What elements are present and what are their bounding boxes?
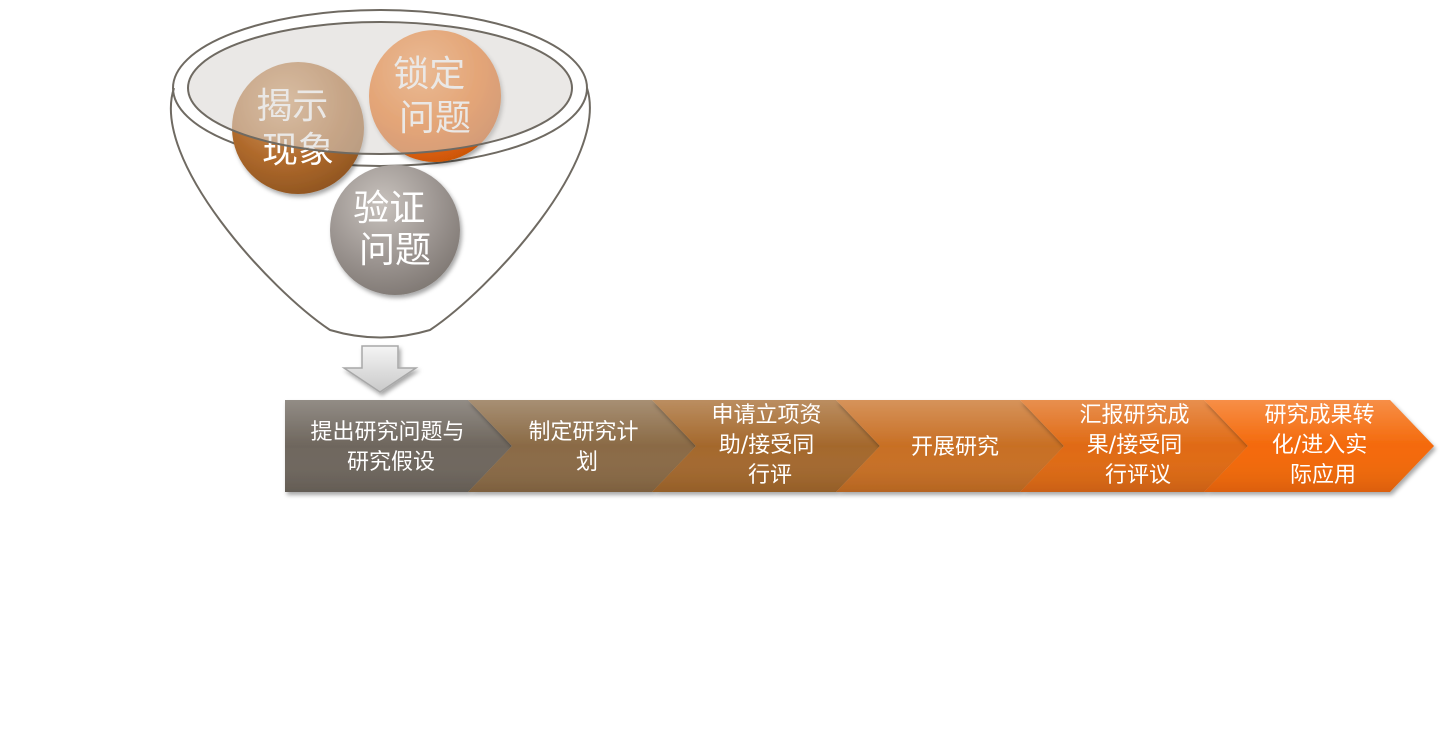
process-flow: 提出研究问题与 研究假设 制定研究计 划 申请立项资 助/接受同 行评 [285,400,1434,492]
circle-verify-line-2: 问题 [359,230,431,271]
down-arrow-icon [341,345,419,393]
process-step-5-line-2: 果/接受同 [1087,433,1182,458]
process-step-2: 制定研究计 划 [468,400,696,492]
svg-text:汇报研究成 果/接受同 行评: 汇报研究成 果/接受同 行评议 [1079,403,1196,488]
funnel: 验证 问题 揭示 现象 锁定 问题 [169,9,591,339]
svg-text:开展研究: 开展研究 [911,435,999,460]
process-step-6-line-3: 际应用 [1290,463,1356,488]
process-step-5-line-3: 行评议 [1105,463,1171,488]
process-step-4-line-1: 开展研究 [911,435,999,460]
circle-verify: 验证 问题 [330,165,460,295]
svg-text:研究成果转 化/进入实 际应: 研究成果转 化/进入实 际应用 [1264,403,1381,488]
process-step-1: 提出研究问题与 研究假设 [285,400,512,492]
process-step-6-line-1: 研究成果转 [1264,403,1374,428]
funnel-body [169,87,591,339]
svg-text:提出研究问题与 研究假设: 提出研究问题与 研究假设 [310,420,471,475]
process-step-1-line-1: 提出研究问题与 [310,420,464,445]
svg-text:申请立项资 助/接受同 行评: 申请立项资 助/接受同 行评 [711,403,828,488]
svg-text:制定研究计 划: 制定研究计 划 [528,420,645,475]
process-step-6: 研究成果转 化/进入实 际应用 [1204,400,1434,492]
svg-text:验证 问题: 验证 问题 [353,188,436,271]
process-step-2-line-2: 划 [576,450,598,475]
circle-verify-line-1: 验证 [353,188,425,229]
process-step-1-line-2: 研究假设 [347,450,435,475]
funnel-outer-rim [172,9,588,167]
funnel-inner-rim [187,21,573,155]
process-step-6-line-2: 化/进入实 [1272,433,1367,458]
process-step-3: 申请立项资 助/接受同 行评 [652,400,880,492]
process-step-3-line-1: 申请立项资 [711,403,821,428]
process-step-4: 开展研究 [836,400,1064,492]
process-step-5: 汇报研究成 果/接受同 行评议 [1020,400,1248,492]
process-step-2-line-1: 制定研究计 [528,420,638,445]
process-step-5-line-1: 汇报研究成 [1079,403,1189,428]
process-step-3-line-3: 行评 [748,463,792,488]
process-step-3-line-2: 助/接受同 [719,433,814,458]
